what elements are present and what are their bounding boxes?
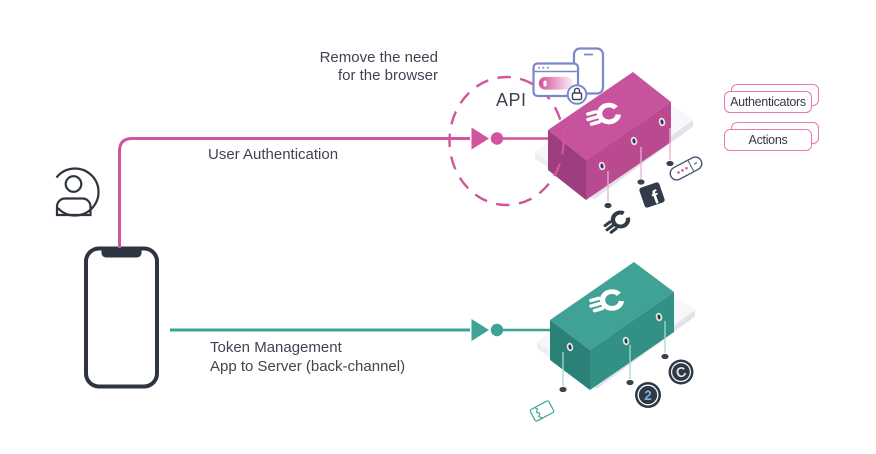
user-auth-flow-line bbox=[118, 137, 560, 248]
actions-card: Actions bbox=[724, 122, 819, 151]
screw-hole bbox=[658, 117, 666, 127]
screw-hole bbox=[622, 336, 630, 346]
actions-card-label: Actions bbox=[748, 133, 788, 147]
coin-two-icon: 2 bbox=[635, 382, 661, 408]
facebook-icon: f bbox=[639, 182, 665, 209]
lock-icon bbox=[566, 84, 588, 105]
svg-text:2: 2 bbox=[644, 388, 652, 403]
authenticators-card: Authenticators bbox=[724, 84, 819, 113]
refresh-icon bbox=[601, 210, 631, 236]
token-server-box bbox=[537, 262, 695, 390]
browser-icon bbox=[532, 47, 605, 105]
authenticator-items: f bbox=[601, 128, 703, 236]
screw-hole bbox=[598, 161, 606, 171]
screw-hole bbox=[655, 312, 663, 322]
svg-text:C: C bbox=[674, 363, 688, 381]
note-remove-browser: Remove the need for the browser bbox=[319, 48, 438, 85]
token-card-icon bbox=[529, 400, 555, 422]
user-icon bbox=[55, 167, 100, 217]
coin-c-icon: C bbox=[668, 359, 694, 385]
user-auth-label: User Authentication bbox=[208, 146, 339, 163]
phone-icon bbox=[84, 246, 159, 389]
api-dashed-circle bbox=[448, 75, 565, 207]
otp-sms-icon bbox=[669, 156, 703, 181]
auth-server-box bbox=[535, 72, 693, 200]
token-items: 2 C bbox=[529, 321, 694, 422]
progress-pill bbox=[538, 76, 573, 90]
api-label: API bbox=[496, 90, 527, 110]
token-arrow bbox=[471, 319, 504, 341]
user-auth-arrow bbox=[471, 127, 504, 150]
token-mgmt-label: Token Management App to Server (back-cha… bbox=[210, 339, 406, 375]
screw-hole bbox=[566, 342, 574, 352]
screw-hole bbox=[630, 136, 638, 146]
authenticators-card-label: Authenticators bbox=[730, 95, 806, 109]
